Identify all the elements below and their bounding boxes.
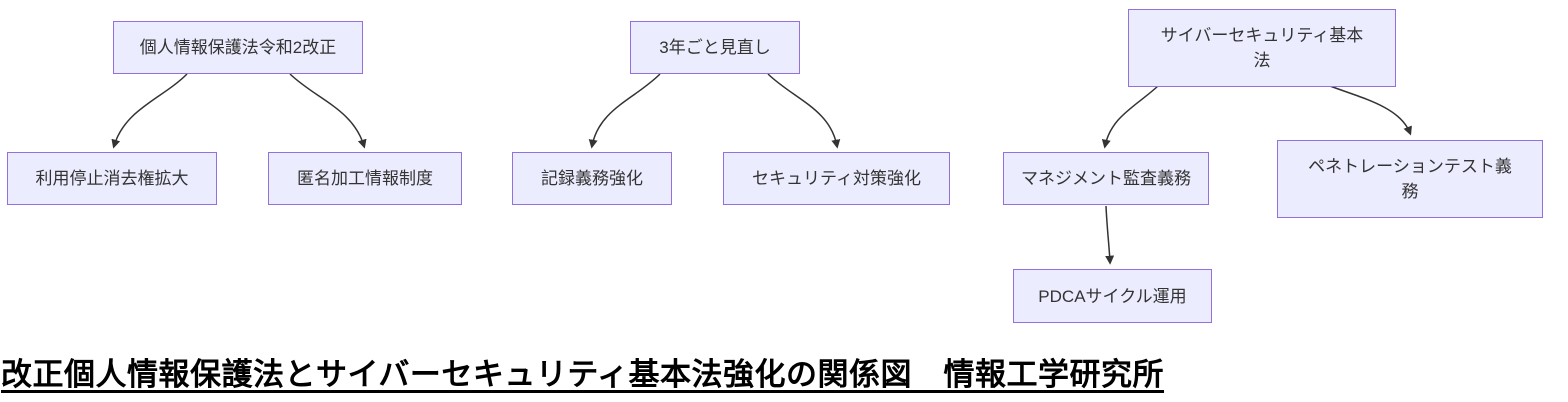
node-usage-stop-deletion-right: 利用停止消去権拡大 — [7, 152, 217, 205]
edge-review-to-record — [588, 73, 661, 149]
node-triennial-review: 3年ごと見直し — [630, 21, 800, 74]
edge-privacy-to-anonymized — [289, 73, 367, 149]
edge-cyber-to-pentest — [1329, 85, 1412, 136]
node-management-audit-obligation: マネジメント監査義務 — [1003, 152, 1209, 205]
node-anonymized-info-system: 匿名加工情報制度 — [268, 152, 462, 205]
diagram-caption: 改正個人情報保護法とサイバーセキュリティ基本法強化の関係図 情報工学研究所 — [1, 357, 1165, 392]
edge-review-to-security — [767, 73, 841, 149]
node-pentest-obligation: ペネトレーションテスト義 務 — [1277, 140, 1543, 218]
edge-audit-to-pdca — [1105, 205, 1115, 265]
node-privacy-law-amendment: 個人情報保護法令和2改正 — [113, 21, 363, 74]
node-pdca-cycle: PDCAサイクル運用 — [1013, 269, 1212, 323]
node-record-obligation: 記録義務強化 — [512, 152, 672, 205]
edge-cyber-to-audit — [1101, 85, 1159, 149]
edge-privacy-to-usagestop — [111, 73, 188, 149]
node-cybersecurity-basic-act: サイバーセキュリティ基本 法 — [1128, 9, 1396, 87]
node-security-measures: セキュリティ対策強化 — [723, 152, 950, 205]
